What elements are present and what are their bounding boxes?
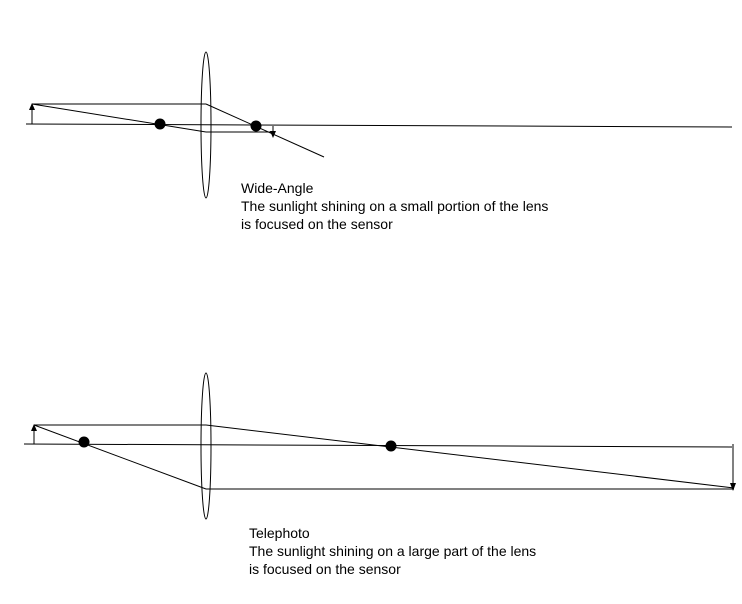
- telephoto-front-focal-point: [78, 436, 90, 448]
- wide-angle-object-arrowhead: [29, 103, 35, 110]
- telephoto-object-arrowhead: [31, 424, 37, 431]
- telephoto-diagram: [23, 372, 736, 520]
- telephoto-caption: Telephoto The sunlight shining on a larg…: [249, 524, 536, 578]
- wide-angle-lens: [200, 51, 212, 199]
- wide-angle-title: Wide-Angle: [241, 180, 314, 196]
- wide-angle-diagram: [25, 51, 733, 199]
- wide-angle-ray-through-focus: [31, 103, 207, 133]
- telephoto-caption-line-1: The sunlight shining on a large part of …: [249, 543, 537, 559]
- wide-angle-image-arrowhead: [270, 131, 276, 138]
- wide-angle-rear-focal-point: [250, 120, 262, 132]
- wide-angle-front-focal-point: [154, 118, 166, 130]
- telephoto-image-arrowhead: [730, 483, 736, 491]
- telephoto-ray-through-focus: [33, 424, 207, 490]
- wide-angle-caption: Wide-Angle The sunlight shining on a sma…: [241, 179, 548, 233]
- telephoto-caption-line-2: is focused on the sensor: [249, 561, 401, 577]
- wide-angle-caption-line-1: The sunlight shining on a small portion …: [241, 198, 549, 214]
- wide-angle-caption-line-2: is focused on the sensor: [241, 216, 393, 232]
- telephoto-title: Telephoto: [249, 525, 310, 541]
- telephoto-ray-refracted: [205, 424, 735, 489]
- wide-angle-optical-axis: [25, 123, 733, 128]
- wide-angle-ray-refracted: [205, 103, 325, 158]
- telephoto-rear-focal-point: [385, 440, 397, 452]
- telephoto-lens: [200, 372, 212, 520]
